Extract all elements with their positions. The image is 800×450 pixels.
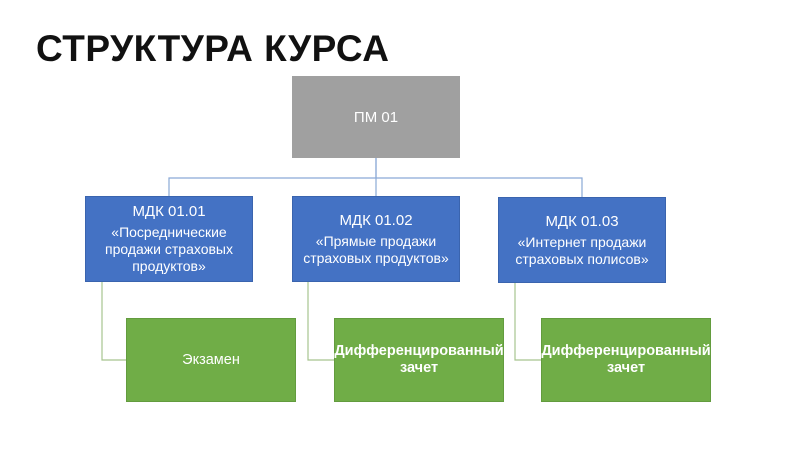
connector-mdk1-exam (101, 282, 126, 361)
assessment-connectors (101, 282, 541, 361)
page-title: СТРУКТУРА КУРСА (36, 28, 390, 69)
module-node-mdk-01-01: МДК 01.01 «Посреднические продажи страхо… (85, 196, 253, 282)
connector-root-mdk3 (376, 177, 583, 197)
assessment-node-exam: Экзамен (126, 318, 296, 402)
connector-mdk2-diff (307, 282, 334, 361)
assessment-label: Экзамен (182, 351, 240, 368)
assessment-node-diff-credit-2: Дифференцированный зачет (541, 318, 711, 402)
module-name: «Интернет продажи страховых полисов» (515, 233, 649, 267)
module-code: МДК 01.01 (132, 203, 206, 220)
module-code: МДК 01.02 (339, 211, 413, 229)
connector-root-mdk1 (168, 158, 377, 196)
assessment-label: Дифференцированный зачет (541, 343, 711, 376)
assessment-node-diff-credit-1: Дифференцированный зачет (334, 318, 504, 402)
module-node-mdk-01-02: МДК 01.02 «Прямые продажи страховых прод… (292, 196, 460, 282)
root-node-label: ПМ 01 (353, 108, 399, 126)
module-node-mdk-01-03: МДК 01.03 «Интернет продажи страховых по… (498, 197, 666, 283)
module-name: «Посреднические продажи страховых продук… (105, 224, 233, 274)
module-name: «Прямые продажи страховых продуктов» (303, 232, 449, 266)
hierarchy-connectors (168, 158, 583, 197)
root-node-pm01: ПМ 01 (292, 76, 460, 158)
connector-mdk3-diff (514, 283, 541, 361)
assessment-label: Дифференцированный зачет (334, 343, 504, 376)
module-code: МДК 01.03 (545, 212, 619, 230)
